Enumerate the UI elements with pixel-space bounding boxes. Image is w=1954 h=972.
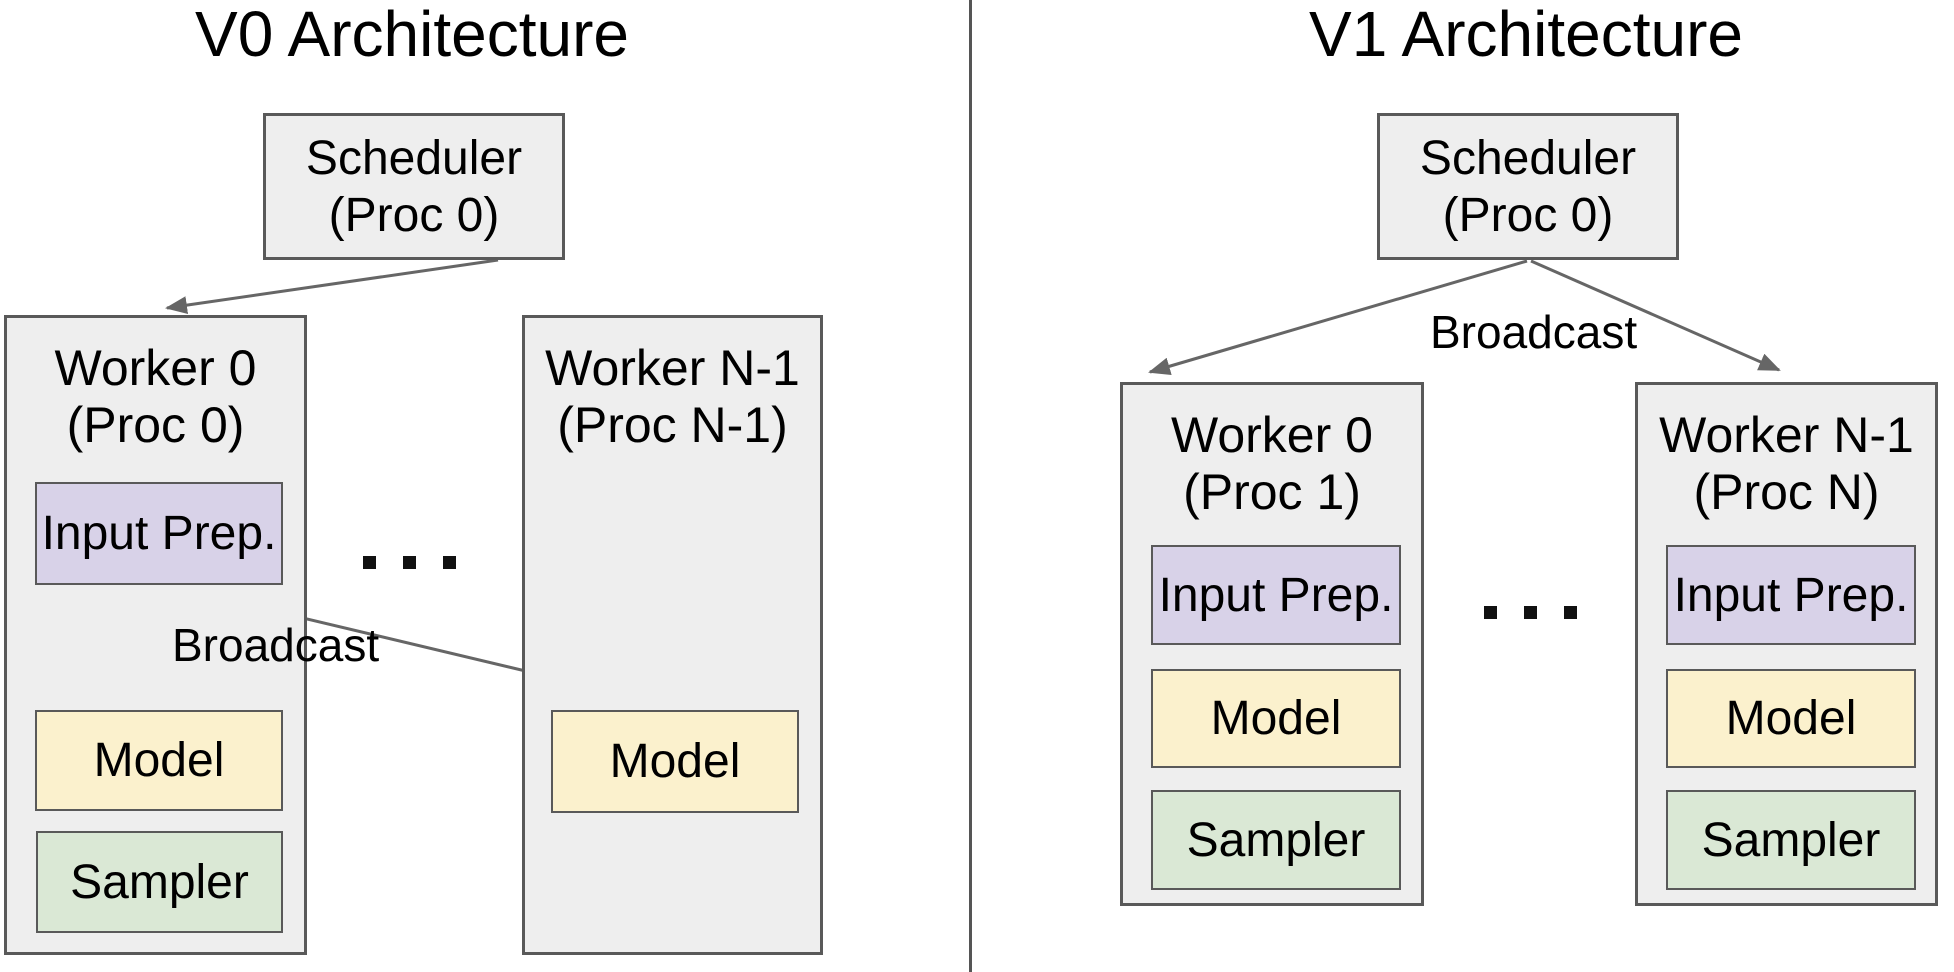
panel-divider: [969, 0, 972, 972]
dot: [1524, 606, 1537, 619]
v1-worker0-label: Worker 0 (Proc 1): [1123, 407, 1421, 521]
v0-scheduler-proc: (Proc 0): [328, 188, 500, 242]
v0-workerN-name: Worker N-1: [545, 340, 800, 396]
v0-worker0-model-box: Model: [35, 710, 283, 811]
v0-workerN-proc: (Proc N-1): [557, 397, 788, 453]
v1-architecture-title: V1 Architecture: [1309, 0, 1743, 70]
v1-worker0-model-box: Model: [1151, 669, 1401, 768]
v1-broadcast-label: Broadcast: [1430, 306, 1638, 358]
v0-worker0-proc: (Proc 0): [66, 397, 245, 453]
v1-scheduler-name: Scheduler: [1419, 131, 1637, 185]
dot: [403, 556, 416, 569]
v0-worker0-box: Worker 0 (Proc 0) Input Prep. Model Samp…: [4, 315, 307, 955]
v1-workerN-input-prep-box: Input Prep.: [1666, 545, 1916, 645]
arrow-v0-scheduler-to-worker0: [165, 258, 499, 315]
v1-workerN-label: Worker N-1 (Proc N): [1638, 407, 1935, 521]
dot: [443, 556, 456, 569]
v0-workerN-box: Worker N-1 (Proc N-1) Model: [522, 315, 823, 955]
v1-scheduler-box: Scheduler (Proc 0): [1377, 113, 1679, 260]
v0-worker0-label: Worker 0 (Proc 0): [7, 340, 304, 454]
v1-workerN-sampler-box: Sampler: [1666, 790, 1916, 890]
v1-workerN-name: Worker N-1: [1659, 407, 1914, 463]
v1-worker0-proc: (Proc 1): [1183, 464, 1361, 520]
v0-scheduler-box: Scheduler (Proc 0): [263, 113, 565, 260]
v0-workerN-model-box: Model: [551, 710, 799, 813]
v0-broadcast-label: Broadcast: [172, 619, 380, 671]
v0-worker0-input-prep-box: Input Prep.: [35, 482, 283, 585]
v1-workerN-proc: (Proc N): [1693, 464, 1880, 520]
v0-scheduler-name: Scheduler: [305, 131, 523, 185]
v1-worker0-name: Worker 0: [1171, 407, 1373, 463]
v0-worker0-sampler-box: Sampler: [36, 831, 283, 933]
v0-workerN-label: Worker N-1 (Proc N-1): [525, 340, 820, 454]
dot: [1564, 606, 1577, 619]
v0-ellipsis-dots: [363, 556, 456, 569]
v1-workerN-box: Worker N-1 (Proc N) Input Prep. Model Sa…: [1635, 382, 1938, 906]
v1-worker0-sampler-box: Sampler: [1151, 790, 1401, 890]
v1-scheduler-proc: (Proc 0): [1442, 188, 1614, 242]
v0-worker0-name: Worker 0: [54, 340, 257, 396]
v1-worker0-input-prep-box: Input Prep.: [1151, 545, 1401, 645]
dot: [363, 556, 376, 569]
dot: [1484, 606, 1497, 619]
v1-worker0-box: Worker 0 (Proc 1) Input Prep. Model Samp…: [1120, 382, 1424, 906]
v1-ellipsis-dots: [1484, 606, 1577, 619]
v1-workerN-model-box: Model: [1666, 669, 1916, 768]
v0-architecture-title: V0 Architecture: [195, 0, 629, 70]
